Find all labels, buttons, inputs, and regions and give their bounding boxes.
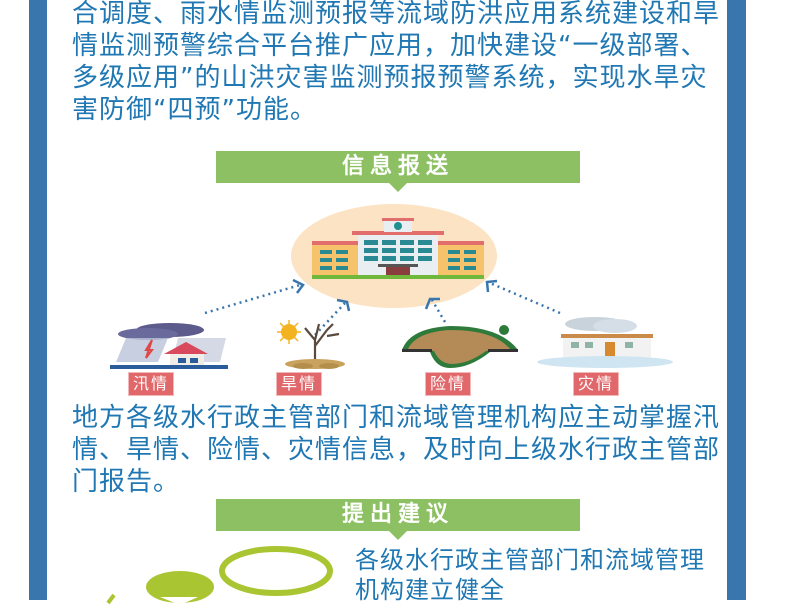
left-border xyxy=(29,0,47,600)
category-tag-disaster: 灾情 xyxy=(573,372,620,396)
drought-dead-tree-sun-icon xyxy=(277,320,345,369)
intro-paragraph: 合调度、雨水情监测预报等流域防洪应用系统建设和旱情监测预警综合平台推广应用，加快… xyxy=(72,0,721,125)
section-title-info-report: 信息报送 xyxy=(216,151,580,192)
government-building-icon xyxy=(312,218,484,279)
category-tag-flood: 汛情 xyxy=(128,372,175,396)
category-tag-danger: 险情 xyxy=(425,372,472,396)
suggestion-description: 各级水行政主管部门和流域管理机构建立健全 xyxy=(355,546,705,604)
category-tag-drought: 旱情 xyxy=(276,372,323,396)
flood-storm-house-icon xyxy=(110,323,228,369)
snowstorm-house-icon xyxy=(537,317,673,368)
speech-bubble-person-icon xyxy=(106,546,333,605)
info-report-description: 地方各级水行政主管部门和流域管理机构应主动掌握汛情、旱情、险情、灾情信息，及时向… xyxy=(72,403,721,497)
right-border xyxy=(727,0,746,600)
landslide-road-collapse-icon xyxy=(402,325,518,368)
section-title-suggestion: 提出建议 xyxy=(216,499,580,540)
